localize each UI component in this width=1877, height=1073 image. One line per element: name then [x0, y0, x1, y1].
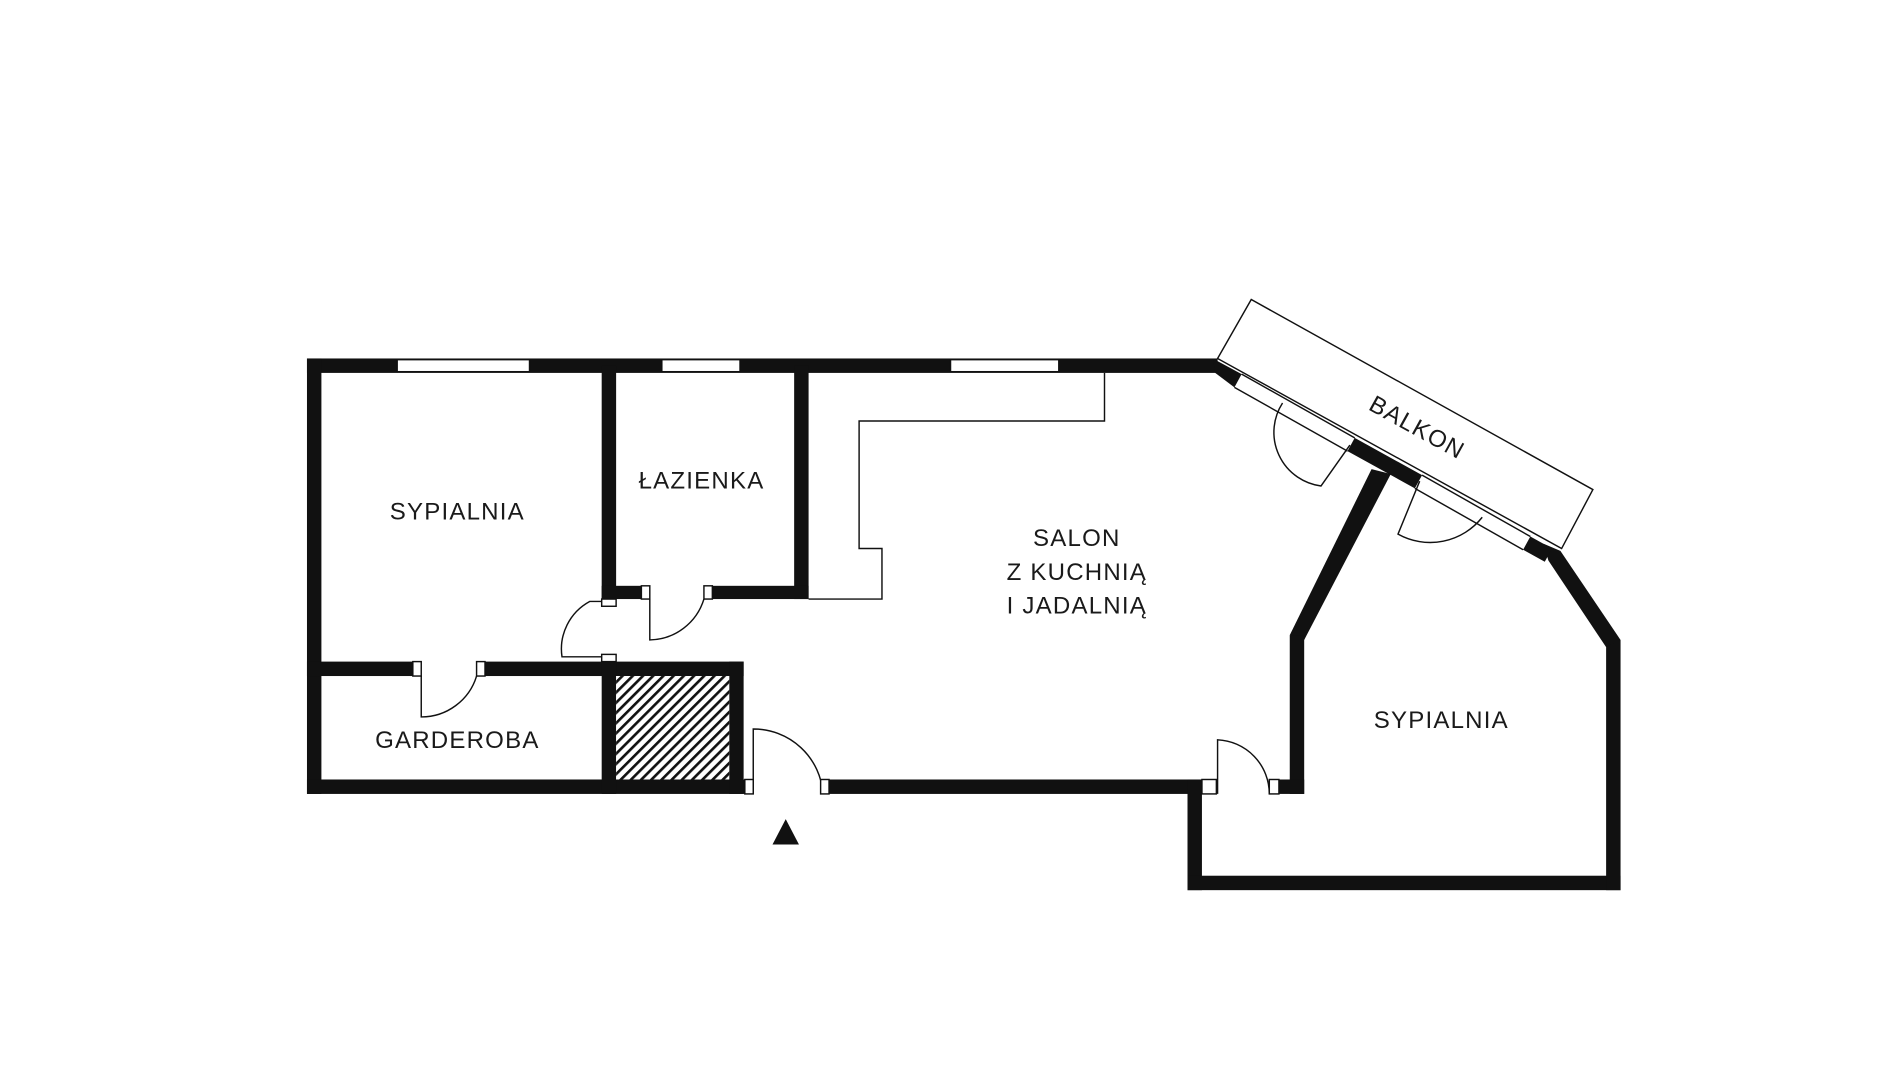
balcony-slab — [1216, 298, 1594, 550]
walls — [306, 358, 1621, 891]
doors[interactable] — [412, 402, 1483, 795]
room-label-wardrobe: GARDEROBA — [375, 727, 540, 754]
room-label-living-2: Z KUCHNIĄ — [1007, 559, 1147, 586]
room-label-bedroom-1: SYPIALNIA — [390, 499, 525, 526]
kitchen-counter — [808, 372, 1106, 600]
entrance-arrow-icon — [772, 819, 799, 845]
room-label-living-1: SALON — [1033, 525, 1121, 552]
room-label-living-3: I JADALNIĄ — [1007, 592, 1147, 619]
shaft-hatched — [616, 676, 730, 780]
windows — [396, 358, 1531, 551]
room-label-bedroom-2: SYPIALNIA — [1374, 707, 1509, 734]
room-label-bathroom: ŁAZIENKA — [639, 467, 765, 494]
